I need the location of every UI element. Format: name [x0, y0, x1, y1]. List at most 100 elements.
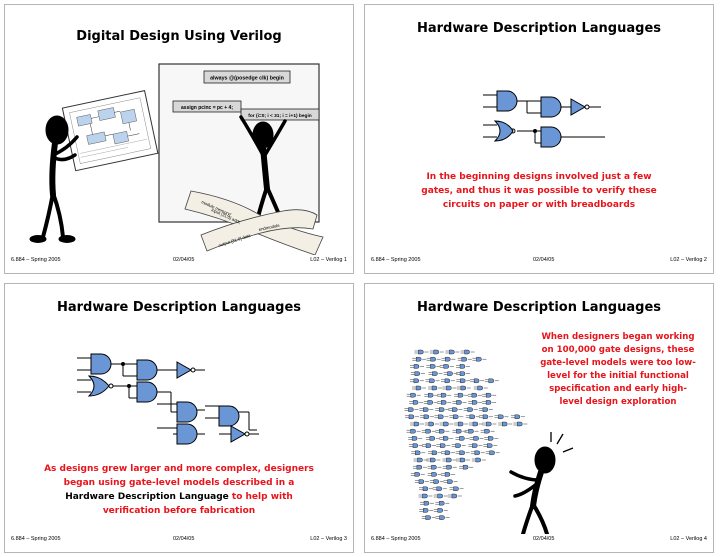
tiny-gate: [461, 357, 468, 362]
gate-wire: [428, 372, 443, 375]
caption-line: specification and early high-: [549, 384, 687, 394]
tiny-gate: [422, 493, 428, 499]
gate-wire: [434, 415, 449, 418]
tiny-gate: [488, 378, 494, 383]
tiny-gate: [428, 421, 435, 427]
tiny-gate: [485, 400, 492, 405]
gate-wire: [456, 386, 471, 390]
tiny-gate: [473, 378, 480, 383]
and-gate: [176, 423, 198, 445]
tiny-gate: [441, 400, 447, 405]
tiny-gate: [423, 501, 430, 506]
gate-wire: [472, 358, 487, 361]
tiny-gate: [431, 472, 437, 477]
gate-wire: [411, 451, 426, 454]
tiny-gate: [443, 436, 449, 441]
gate-wire: [425, 437, 440, 440]
gate-wire: [423, 401, 438, 404]
tiny-gate: [445, 357, 451, 362]
gate-wire: [459, 466, 474, 469]
caption-line: on 100,000 gate designs, these: [541, 345, 695, 355]
gate-wire: [470, 379, 485, 382]
tiny-gate: [446, 457, 452, 463]
gate-wire: [440, 379, 455, 382]
gate-wire: [485, 451, 500, 454]
slide-title: Hardware Description Languages: [416, 300, 662, 315]
tiny-gate: [460, 385, 467, 391]
code-card-always: [203, 70, 291, 84]
slide-footer: 6.884 – Spring 2005 02/04/05 L02 – Veril…: [5, 536, 353, 546]
caption-text: to help with: [228, 492, 293, 502]
gate-wire: [428, 451, 443, 454]
gate-wire: [435, 408, 450, 411]
tiny-gate: [439, 429, 445, 434]
tiny-gate: [415, 385, 422, 391]
tiny-gate: [414, 371, 421, 376]
tiny-gate: [474, 450, 481, 455]
gate-wire: [442, 386, 457, 390]
tiny-gate: [444, 450, 451, 455]
gate-wire: [408, 437, 423, 440]
tiny-gate: [431, 465, 437, 470]
tiny-gate: [437, 493, 443, 499]
gate-wire: [428, 386, 443, 390]
code-card-assign-text: assign pcinc = pc + 4;: [181, 105, 233, 111]
gate-wire: [414, 350, 429, 354]
gate-wire: [421, 516, 436, 519]
tiny-gate: [451, 493, 458, 499]
slide-title: Hardware Description Languages: [56, 300, 302, 315]
slide-2: Hardware Description Languages In the be…: [364, 4, 714, 274]
gate-wire: [484, 379, 499, 382]
gate-wire: [439, 437, 454, 440]
gate-wire: [454, 394, 469, 397]
caption-line: circuits on paper or with breadboards: [442, 200, 636, 210]
slide-caption: As designs grew larger and more complex,…: [15, 462, 343, 518]
tiny-gate: [410, 429, 416, 434]
footer-date: 02/04/05: [533, 536, 555, 542]
gate-wire: [448, 408, 463, 411]
tiny-gate: [498, 414, 504, 419]
tiny-gate: [489, 450, 495, 455]
caption-line: As designs grew larger and more complex,…: [44, 464, 314, 474]
tiny-gate: [444, 472, 451, 477]
gate-wire: [478, 408, 493, 411]
gate-wire: [484, 437, 499, 440]
tiny-gate: [411, 436, 418, 441]
tiny-gate: [446, 465, 452, 470]
tiny-gate: [453, 414, 459, 419]
gate-wire: [427, 473, 442, 476]
tiny-gate: [423, 407, 429, 412]
tiny-gate: [447, 479, 453, 484]
inverter-gate: [230, 425, 247, 443]
footer-page: L02 – Verilog 4: [670, 536, 707, 542]
gate-wire: [463, 408, 478, 411]
gate-wire: [482, 401, 497, 404]
gate-wire: [432, 487, 447, 490]
footer-date: 02/04/05: [173, 257, 195, 263]
gate-wire: [471, 458, 486, 462]
tiny-gate: [459, 450, 465, 455]
and-gate: [540, 126, 562, 148]
tiny-gate: [485, 393, 492, 398]
tiny-gate: [414, 472, 421, 477]
and-gate: [90, 353, 112, 375]
tiny-gate: [484, 429, 490, 434]
tiny-gate: [472, 400, 478, 405]
whiteboard: [158, 63, 320, 223]
footer-page: L02 – Verilog 1: [310, 257, 347, 263]
gate-wire: [470, 451, 485, 454]
tiny-gate: [469, 414, 476, 419]
gate-cloud: [404, 349, 528, 520]
gate-wire: [413, 458, 428, 462]
gate-wire: [457, 358, 472, 361]
slide-3: Hardware Description Languages As design…: [4, 283, 354, 553]
tiny-gate: [457, 421, 464, 427]
gate-wire: [442, 458, 457, 462]
tiny-gate: [430, 357, 436, 362]
gate-wire: [441, 358, 456, 361]
gate-wire: [456, 379, 471, 382]
schematic-sheet: [61, 90, 159, 172]
tiny-gate: [427, 400, 434, 405]
gate-wire: [469, 437, 484, 440]
tiny-gate: [436, 486, 442, 491]
